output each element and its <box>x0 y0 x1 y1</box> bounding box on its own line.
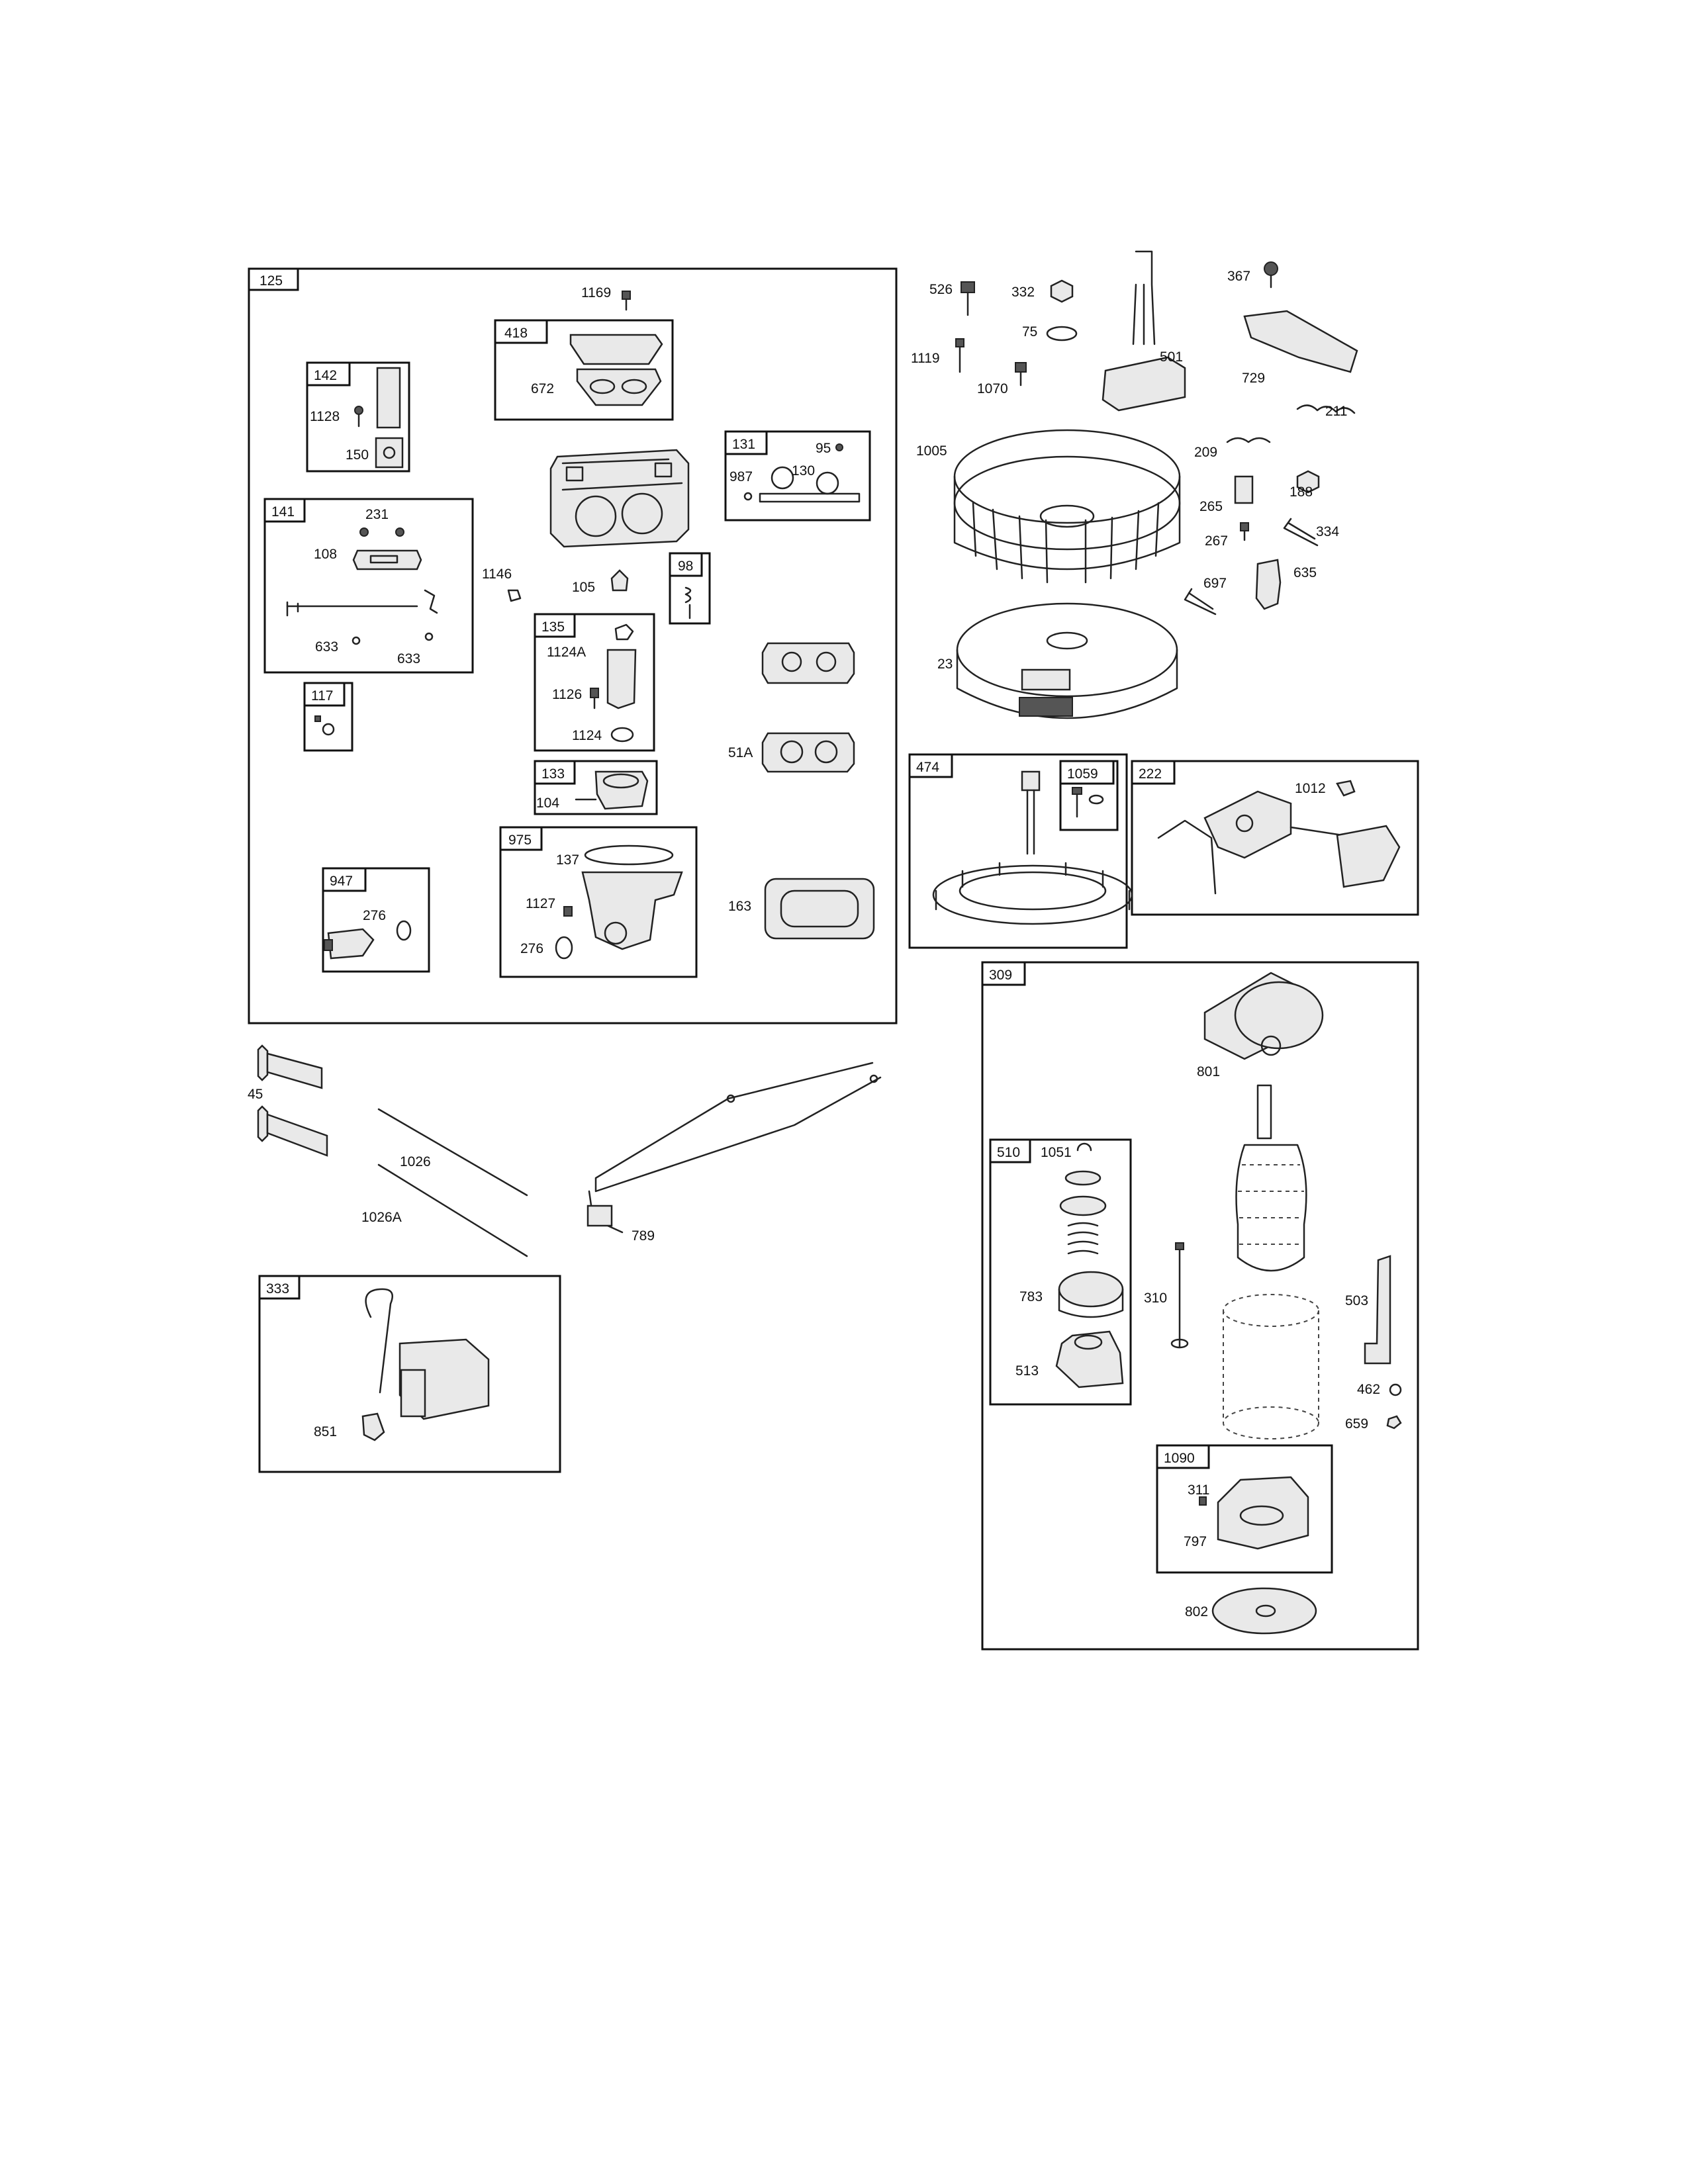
group-label: 975 <box>508 833 532 848</box>
part-label: 209 <box>1194 445 1217 460</box>
part-label: 1124A <box>547 645 586 660</box>
part-label: 1026 <box>400 1154 431 1169</box>
part-label: 163 <box>728 899 751 914</box>
part-label: 1012 <box>1295 781 1326 796</box>
group-333: 333 <box>258 1275 561 1473</box>
part-label: 137 <box>556 852 579 868</box>
part-label: 462 <box>1357 1382 1380 1397</box>
group-947: 947 <box>322 867 430 973</box>
part-label: 310 <box>1144 1291 1167 1306</box>
group-135: 135 <box>534 613 655 752</box>
group-label: 135 <box>541 619 565 635</box>
part-label: 51A <box>728 745 753 760</box>
part-label: 797 <box>1184 1534 1207 1549</box>
part-label: 150 <box>346 447 369 463</box>
part-label: 332 <box>1011 285 1035 300</box>
part-drawings <box>257 250 1402 1635</box>
part-label: 265 <box>1199 499 1223 514</box>
part-label: 1051 <box>1041 1145 1072 1160</box>
part-label: 311 <box>1188 1482 1209 1498</box>
part-label: 513 <box>1015 1363 1039 1379</box>
group-1090: 1090 <box>1156 1444 1333 1574</box>
part-label: 1169 <box>581 285 611 300</box>
part-label: 130 <box>792 463 815 478</box>
group-label: 947 <box>330 874 353 889</box>
group-418: 418 <box>494 319 674 421</box>
part-label: 1128 <box>310 409 340 424</box>
group-label: 125 <box>259 273 283 289</box>
part-label: 697 <box>1203 576 1227 591</box>
part-labels: 1169 672 1128 150 95 130 987 231 108 633… <box>248 269 1380 1619</box>
group-label: 1090 <box>1164 1451 1195 1466</box>
part-label: 802 <box>1185 1604 1208 1619</box>
part-label: 231 <box>365 507 389 522</box>
group-117: 117 <box>303 682 353 752</box>
group-label: 117 <box>311 688 333 704</box>
group-label: 222 <box>1139 766 1162 782</box>
part-label: 267 <box>1205 533 1228 549</box>
group-label: 98 <box>678 559 693 574</box>
part-label: 801 <box>1197 1064 1220 1079</box>
part-label: 367 <box>1227 269 1250 284</box>
group-98: 98 <box>669 552 711 625</box>
part-label: 1070 <box>977 381 1008 396</box>
part-label: 105 <box>572 580 595 595</box>
group-142: 142 <box>306 361 410 473</box>
group-131: 131 <box>724 430 871 522</box>
part-label: 95 <box>816 441 831 456</box>
group-309: 309 <box>981 961 1419 1651</box>
part-label: 659 <box>1345 1416 1368 1432</box>
part-label: 1026A <box>361 1210 402 1225</box>
part-label: 789 <box>632 1228 655 1244</box>
group-222: 222 <box>1131 760 1419 916</box>
group-975: 975 <box>499 826 698 978</box>
group-label: 418 <box>504 326 528 341</box>
part-label: 526 <box>929 282 953 297</box>
group-474: 474 <box>908 753 1128 949</box>
part-label: 503 <box>1345 1293 1368 1308</box>
part-label: 783 <box>1019 1289 1043 1304</box>
group-label: 1059 <box>1067 766 1098 782</box>
group-141: 141 <box>263 498 474 674</box>
group-label: 474 <box>916 760 939 775</box>
part-label: 211 <box>1325 404 1347 419</box>
part-label: 1124 <box>572 728 602 743</box>
group-label: 510 <box>997 1145 1020 1160</box>
group-label: 142 <box>314 368 337 383</box>
group-label: 309 <box>989 968 1012 983</box>
part-label: 1005 <box>916 443 947 459</box>
part-label: 851 <box>314 1424 337 1439</box>
part-label: 635 <box>1293 565 1317 580</box>
group-1059: 1059 <box>1059 760 1119 831</box>
part-label: 75 <box>1022 324 1037 340</box>
part-label: 1127 <box>526 896 555 911</box>
group-125: 125 <box>248 267 898 1024</box>
part-label: 501 <box>1160 349 1183 365</box>
part-label: 276 <box>363 908 386 923</box>
part-label: 23 <box>937 657 953 672</box>
group-label: 131 <box>732 437 755 452</box>
part-label: 188 <box>1289 484 1313 500</box>
group-510: 510 <box>989 1138 1132 1406</box>
part-label: 987 <box>729 469 753 484</box>
part-label: 108 <box>314 547 337 562</box>
part-label: 1146 <box>482 567 512 582</box>
part-label: 45 <box>248 1087 263 1102</box>
group-label: 133 <box>541 766 565 782</box>
part-label: 729 <box>1242 371 1265 386</box>
part-label: 1119 <box>911 351 940 366</box>
part-label: 633 <box>315 639 338 655</box>
part-label: 276 <box>520 941 543 956</box>
group-133: 133 <box>534 760 658 815</box>
part-label: 104 <box>536 796 559 811</box>
group-label: 141 <box>271 504 295 520</box>
part-label: 334 <box>1316 524 1339 539</box>
part-label: 672 <box>531 381 554 396</box>
group-label: 333 <box>266 1281 289 1297</box>
part-label: 633 <box>397 651 420 666</box>
part-label: 1126 <box>552 687 582 702</box>
